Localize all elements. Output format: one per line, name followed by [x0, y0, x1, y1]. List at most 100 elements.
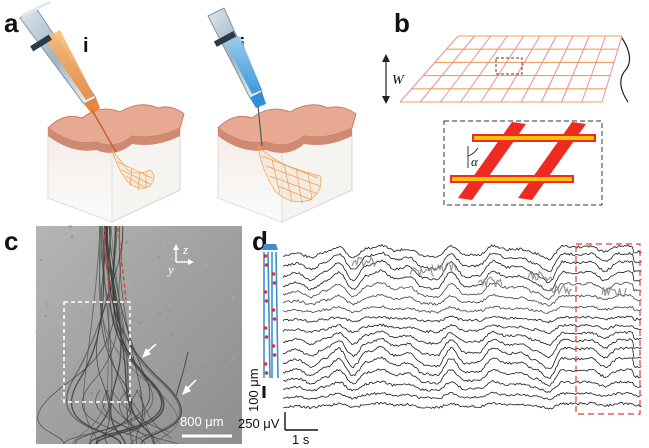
texture-speck: [171, 414, 173, 417]
trace-channel: [282, 259, 642, 284]
trace-channel: [282, 338, 642, 359]
texture-speck: [148, 297, 150, 299]
texture-speck: [125, 240, 129, 245]
mesh-wire: [88, 225, 163, 445]
recording-traces: [282, 243, 642, 410]
texture-speck: [62, 273, 66, 276]
texture-speck: [70, 235, 74, 239]
texture-speck: [136, 236, 139, 239]
mesh-wire-branch: [95, 389, 178, 445]
spike-highlight: [527, 270, 553, 282]
texture-speck: [163, 243, 166, 246]
texture-speck: [145, 285, 148, 288]
recording-scale: 250 μV 1 s: [238, 412, 318, 447]
recording-site: [271, 344, 276, 348]
region-of-interest: [63, 301, 131, 403]
mesh-column-line: [520, 35, 557, 103]
texture-speck: [205, 386, 208, 390]
mesh-wire: [118, 225, 181, 445]
trace-channel: [282, 401, 642, 410]
mesh-detail-inset: α: [443, 120, 603, 206]
texture-speck: [147, 440, 150, 444]
mesh-column-line: [419, 35, 475, 103]
texture-speck: [89, 276, 92, 279]
texture-speck: [206, 263, 208, 266]
texture-speck: [34, 331, 38, 334]
texture-speck: [186, 332, 188, 335]
axis-indicator: z y: [166, 242, 194, 277]
mesh-bundle: [37, 225, 189, 445]
texture-speck: [130, 259, 133, 262]
texture-speck: [70, 233, 72, 235]
texture-speck: [202, 358, 205, 362]
trace-channel: [282, 323, 642, 334]
mesh-wire-branch: [111, 389, 169, 433]
texture-speck: [173, 259, 176, 262]
recording-site: [271, 272, 276, 276]
mesh-column-line: [480, 35, 525, 103]
horizontal-electrode-bottom: [450, 175, 574, 183]
panel-c: z y 800 μm c: [4, 225, 242, 445]
mesh-column-line: [561, 35, 590, 103]
mesh-injected-i: [111, 149, 155, 191]
texture-speck: [233, 337, 235, 339]
texture-speck: [158, 312, 162, 316]
angle-symbol: α: [471, 154, 479, 169]
tissue-block-i: [47, 104, 185, 223]
scale-bar-label: 800 μm: [180, 414, 224, 429]
recording-site: [263, 326, 268, 330]
texture-speck: [78, 310, 82, 314]
trace-channel: [282, 345, 642, 369]
texture-speck: [231, 295, 234, 298]
texture-speck: [133, 315, 136, 317]
texture-speck: [39, 258, 43, 262]
voltage-scale-label: 250 μV: [238, 416, 280, 431]
mesh-wire: [70, 225, 122, 445]
sublabel-i: i: [83, 35, 89, 57]
texture-speck: [198, 255, 200, 257]
width-dimension: W: [382, 54, 405, 104]
mesh-column-line: [399, 35, 459, 103]
texture-speck: [162, 247, 165, 249]
panel-label-d: d: [252, 226, 268, 256]
texture-speck: [68, 225, 72, 229]
mesh-column-line: [440, 35, 492, 103]
texture-speck: [169, 309, 172, 313]
arrow-marker-2: [182, 379, 197, 395]
texture-speck: [170, 333, 174, 337]
mesh-wire: [98, 225, 178, 445]
mesh-wire-branch: [175, 351, 189, 397]
texture-speck: [209, 388, 212, 391]
highlight-window: [575, 243, 641, 415]
texture-speck: [70, 439, 73, 442]
texture-speck: [51, 417, 53, 419]
texture-speck: [73, 291, 75, 293]
recording-site: [264, 371, 269, 375]
recording-site: [272, 353, 277, 357]
trace-channel: [282, 293, 642, 307]
recording-site: [264, 299, 269, 303]
panel-d: d 100 μm 250 μV 1 s: [238, 226, 642, 447]
mesh-wire-branch: [123, 389, 154, 444]
spike-highlight: [351, 255, 377, 268]
probe-outline-right: [117, 227, 127, 301]
recording-site: [263, 362, 268, 366]
recording-site: [272, 317, 277, 321]
width-symbol: W: [392, 73, 405, 88]
panel-label-a: a: [4, 8, 19, 38]
texture-speck: [156, 314, 159, 317]
texture-speck: [48, 302, 50, 305]
trace-channel: [282, 380, 642, 393]
texture-speck: [165, 305, 167, 308]
texture-speck: [157, 255, 161, 259]
probe-shank: [275, 251, 279, 379]
recording-site: [263, 290, 268, 294]
mesh-wire-branch: [96, 389, 111, 429]
texture-speck: [134, 279, 137, 282]
texture-speck: [126, 335, 128, 337]
skin-surface-ii: [217, 104, 357, 146]
trace-channel: [282, 243, 642, 261]
mesh-grid: [399, 35, 623, 103]
texture-speck: [200, 315, 202, 317]
